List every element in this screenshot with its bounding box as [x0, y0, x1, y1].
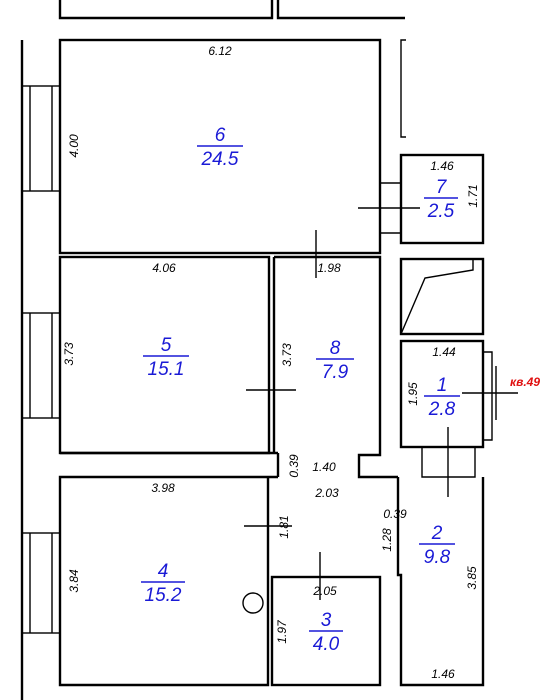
- dim-128: 1.28: [380, 528, 394, 552]
- room-7: [399, 153, 485, 245]
- room-8-area: 7.9: [322, 362, 349, 383]
- room-7-area: 2.5: [427, 201, 455, 222]
- dim-6-height: 4.00: [67, 134, 81, 158]
- dim-6-width: 6.12: [208, 44, 232, 58]
- dim-7-height: 1.71: [466, 184, 480, 207]
- room-7-number: 7: [436, 177, 448, 198]
- room-1-number: 1: [437, 375, 448, 396]
- dim-203: 2.03: [314, 486, 339, 500]
- room-6-number: 6: [215, 125, 226, 146]
- dim-opening-039: 0.39: [287, 454, 301, 478]
- room-2: [396, 477, 485, 687]
- room-3-area: 4.0: [313, 634, 340, 655]
- top-room-fragment: [58, 0, 405, 20]
- dim-3-height: 1.97: [275, 619, 289, 644]
- dim-4-width: 3.98: [151, 481, 175, 495]
- dim-1-width: 1.44: [432, 345, 456, 359]
- room-label-7: 7 2.5: [424, 177, 458, 222]
- room-2-number: 2: [431, 523, 443, 544]
- room-8-number: 8: [330, 338, 341, 359]
- dim-2-height: 3.85: [465, 566, 479, 590]
- dim-8-height: 3.73: [280, 343, 294, 367]
- room-3-number: 3: [321, 610, 332, 631]
- room-2-area: 9.8: [424, 547, 451, 568]
- dim-5-width: 4.06: [152, 261, 176, 275]
- room-label-3: 3 4.0: [309, 610, 343, 655]
- room-6-side-bracket: [400, 39, 406, 138]
- window-room-4: [21, 532, 61, 634]
- room-label-1: 1 2.8: [424, 375, 460, 420]
- dim-2-width: 1.46: [431, 667, 455, 681]
- dim-140: 1.40: [312, 460, 336, 474]
- dim-1-height: 1.95: [406, 382, 420, 406]
- door-markers: [244, 207, 518, 600]
- dim-5-height: 3.73: [62, 342, 76, 366]
- room-5-number: 5: [161, 335, 172, 356]
- room-label-4: 4 15.2: [141, 561, 185, 606]
- room-1-side: [483, 351, 493, 441]
- apartment-label: кв.49: [510, 375, 540, 389]
- room-label-6: 6 24.5: [197, 125, 243, 170]
- toilet-icon: [242, 592, 264, 614]
- room-8: [274, 255, 398, 479]
- room-6: [58, 38, 382, 255]
- room-3: [270, 575, 382, 687]
- room-label-5: 5 15.1: [143, 335, 189, 380]
- dim-8-width: 1.98: [317, 261, 341, 275]
- room-5-area: 15.1: [148, 359, 185, 380]
- dim-3-width: 2.05: [312, 584, 337, 598]
- dim-181: 1.81: [277, 515, 291, 538]
- dim-039-b: 0.39: [383, 507, 407, 521]
- room-4-number: 4: [158, 561, 169, 582]
- window-room-5: [21, 312, 61, 419]
- room-label-8: 8 7.9: [316, 338, 354, 383]
- room-1-area: 2.8: [428, 399, 456, 420]
- room-4-area: 15.2: [145, 585, 182, 606]
- room-4: [58, 475, 278, 687]
- dim-7-width: 1.46: [430, 159, 454, 173]
- shaft-box: [399, 257, 485, 336]
- room-6-area: 24.5: [201, 149, 239, 170]
- window-room-6: [21, 85, 61, 192]
- room-label-2: 2 9.8: [419, 523, 455, 568]
- room-1: [399, 339, 485, 449]
- dim-4-height: 3.84: [67, 569, 81, 593]
- dimension-labels: 6.12 4.00 1.46 1.71 4.06 3.73 1.98 3.73 …: [62, 44, 480, 681]
